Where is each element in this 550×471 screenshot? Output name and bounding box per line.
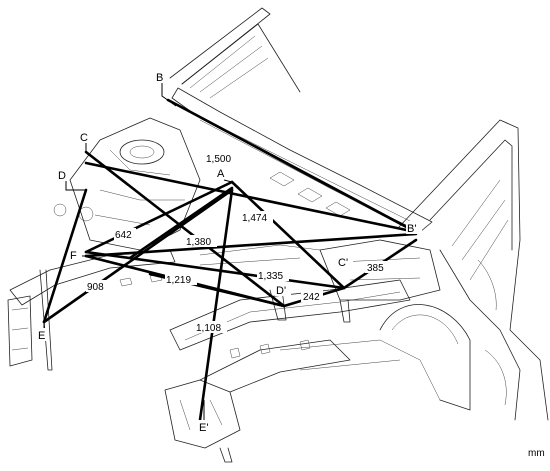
dimension-1474: 1,474 <box>242 213 267 224</box>
dimension-385: 385 <box>367 263 384 274</box>
point-labels: B C D A B' F C' D' E E' <box>37 70 422 434</box>
point-label-D: D <box>58 170 66 182</box>
dimension-1219: 1,219 <box>166 275 191 286</box>
measure-line-1474 <box>84 161 418 234</box>
dimension-1380: 1,380 <box>186 237 211 248</box>
measure-line-908 <box>42 188 234 324</box>
dimension-1500: 1,500 <box>206 154 231 165</box>
measure-line-A-Cp <box>230 180 346 290</box>
measure-line-1500 <box>166 98 418 234</box>
measure-line-1108 <box>198 188 234 422</box>
measure-line-C-Dp <box>84 150 286 308</box>
point-label-A: A <box>217 168 225 180</box>
measure-line-1335 <box>84 232 418 258</box>
measure-line-A-F1 <box>84 180 234 254</box>
measure-line-1380 <box>84 250 346 290</box>
dimension-labels: 1,500 1,474 642 1,380 1,335 385 1,219 90… <box>86 152 387 334</box>
leader-A <box>223 179 233 183</box>
dimension-242: 242 <box>303 292 320 303</box>
dimension-1108: 1,108 <box>196 323 221 334</box>
point-label-D-prime: D' <box>276 285 286 297</box>
dimension-1335: 1,335 <box>258 271 283 282</box>
point-label-E-prime: E' <box>199 422 208 434</box>
vehicle-body-structure <box>7 7 549 463</box>
point-label-B-prime: B' <box>407 223 416 235</box>
point-label-F: F <box>70 250 77 262</box>
point-label-E: E <box>38 330 45 342</box>
measure-line-D-E <box>42 188 88 324</box>
measurement-lines <box>42 98 418 422</box>
leader-B <box>161 82 177 107</box>
measure-line-A-F2 <box>128 186 234 260</box>
unit-label: mm <box>528 448 545 459</box>
point-label-B: B <box>156 72 163 84</box>
point-label-C: C <box>80 132 88 144</box>
leader-D <box>65 180 86 191</box>
point-label-C-prime: C' <box>338 257 348 269</box>
dimension-908: 908 <box>87 282 104 293</box>
dimension-642: 642 <box>115 230 132 241</box>
